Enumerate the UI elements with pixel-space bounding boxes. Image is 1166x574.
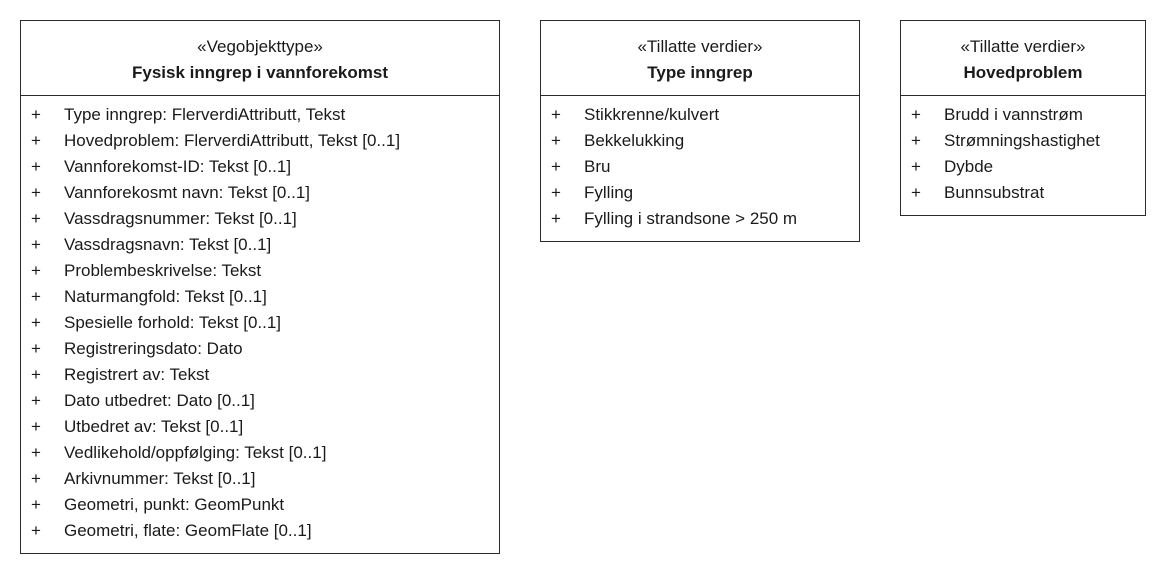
visibility-marker: + [551,131,561,150]
visibility-marker: + [911,157,921,176]
attribute-row: + Dato utbedret: Dato [0..1] [21,388,499,414]
visibility-marker: + [31,521,41,540]
visibility-marker: + [31,131,41,150]
attribute-text: Vassdragsnummer: Tekst [0..1] [64,209,297,228]
visibility-marker: + [551,209,561,228]
attribute-row: + Bunnsubstrat [901,180,1145,206]
visibility-marker: + [31,209,41,228]
attribute-text: Registrert av: Tekst [64,365,210,384]
attribute-row: + Fylling i strandsone > 250 m [541,206,859,232]
class-name: Type inngrep [647,63,753,82]
visibility-marker: + [31,391,41,410]
visibility-marker: + [31,313,41,332]
attribute-row: + Bekkelukking [541,128,859,154]
attribute-text: Hovedproblem: FlerverdiAttributt, Tekst … [64,131,401,150]
attribute-text: Vedlikehold/oppfølging: Tekst [0..1] [64,443,327,462]
attribute-row: + Problembeskrivelse: Tekst [21,258,499,284]
attribute-text: Fylling i strandsone > 250 m [584,209,798,228]
attribute-list: + Stikkrenne/kulvert + Bekkelukking + Bru + Fyl… [541,96,859,232]
attribute-row: + Bru [541,154,859,180]
attribute-row: + Strømningshastighet [901,128,1145,154]
class-box-hovedproblem: «Tillatte verdier» Hovedproblem + Brudd i… [900,20,1146,216]
attribute-text: Type inngrep: FlerverdiAttributt, Tekst [64,105,346,124]
attribute-text: Vassdragsnavn: Tekst [0..1] [64,235,272,254]
attribute-list: + Brudd i vannstrøm + Strømningshastighet + D… [901,96,1145,206]
attribute-text: Vannforekomst-ID: Tekst [0..1] [64,157,292,176]
visibility-marker: + [31,417,41,436]
attribute-row: + Vannforekomst-ID: Tekst [0..1] [21,154,499,180]
attribute-row: + Registreringsdato: Dato [21,336,499,362]
attribute-text: Bru [584,157,611,176]
attribute-row: + Geometri, punkt: GeomPunkt [21,492,499,518]
class-name: Fysisk inngrep i vannforekomst [131,63,388,82]
attribute-row: + Vannforekosmt navn: Tekst [0..1] [21,180,499,206]
attribute-row: + Arkivnummer: Tekst [0..1] [21,466,499,492]
visibility-marker: + [911,183,921,202]
attribute-text: Bekkelukking [584,131,685,150]
attribute-row: + Vassdragsnummer: Tekst [0..1] [21,206,499,232]
attribute-row: + Hovedproblem: FlerverdiAttributt, Tekst… [21,128,499,154]
visibility-marker: + [31,469,41,488]
attribute-row: + Geometri, flate: GeomFlate [0..1] [21,518,499,544]
attribute-text: Brudd i vannstrøm [944,105,1083,124]
class-header: «Vegobjekttype» Fysisk inngrep i vannfor… [21,21,499,96]
attribute-text: Registreringsdato: Dato [64,339,243,358]
attribute-row: + Vedlikehold/oppfølging: Tekst [0..1] [21,440,499,466]
attribute-row: + Brudd i vannstrøm [901,102,1145,128]
visibility-marker: + [551,157,561,176]
attribute-text: Arkivnummer: Tekst [0..1] [64,469,256,488]
attribute-list: + Type inngrep: FlerverdiAttributt, Tekst… [21,96,499,544]
attribute-text: Vannforekosmt navn: Tekst [0..1] [64,183,311,202]
attribute-text: Strømningshastighet [944,131,1100,150]
class-box-fysisk-inngrep: «Vegobjekttype» Fysisk inngrep i vannfor… [20,20,500,554]
visibility-marker: + [31,443,41,462]
attribute-row: + Registrert av: Tekst [21,362,499,388]
visibility-marker: + [551,105,561,124]
attribute-row: + Dybde [901,154,1145,180]
class-box-type-inngrep: «Tillatte verdier» Type inngrep + Stikkre… [540,20,860,242]
visibility-marker: + [31,261,41,280]
visibility-marker: + [551,183,561,202]
attribute-text: Spesielle forhold: Tekst [0..1] [64,313,282,332]
stereotype-label: «Tillatte verdier» [960,37,1086,56]
attribute-text: Dybde [944,157,994,176]
visibility-marker: + [31,105,41,124]
stereotype-label: «Vegobjekttype» [197,37,323,56]
attribute-text: Utbedret av: Tekst [0..1] [64,417,244,436]
attribute-text: Bunnsubstrat [944,183,1045,202]
visibility-marker: + [911,105,921,124]
visibility-marker: + [31,157,41,176]
stereotype-label: «Tillatte verdier» [637,37,763,56]
attribute-row: + Spesielle forhold: Tekst [0..1] [21,310,499,336]
attribute-text: Geometri, flate: GeomFlate [0..1] [64,521,312,540]
attribute-text: Problembeskrivelse: Tekst [64,261,262,280]
attribute-text: Stikkrenne/kulvert [584,105,720,124]
class-header: «Tillatte verdier» Type inngrep [541,21,859,96]
attribute-row: + Fylling [541,180,859,206]
class-name: Hovedproblem [963,63,1083,82]
attribute-row: + Utbedret av: Tekst [0..1] [21,414,499,440]
attribute-row: + Stikkrenne/kulvert [541,102,859,128]
attribute-text: Fylling [584,183,634,202]
visibility-marker: + [31,495,41,514]
visibility-marker: + [31,183,41,202]
attribute-text: Naturmangfold: Tekst [0..1] [64,287,267,306]
attribute-row: + Type inngrep: FlerverdiAttributt, Tekst [21,102,499,128]
attribute-row: + Vassdragsnavn: Tekst [0..1] [21,232,499,258]
visibility-marker: + [31,287,41,306]
visibility-marker: + [31,235,41,254]
attribute-text: Dato utbedret: Dato [0..1] [64,391,255,410]
attribute-row: + Naturmangfold: Tekst [0..1] [21,284,499,310]
visibility-marker: + [911,131,921,150]
class-header: «Tillatte verdier» Hovedproblem [901,21,1145,96]
visibility-marker: + [31,339,41,358]
visibility-marker: + [31,365,41,384]
attribute-text: Geometri, punkt: GeomPunkt [64,495,285,514]
